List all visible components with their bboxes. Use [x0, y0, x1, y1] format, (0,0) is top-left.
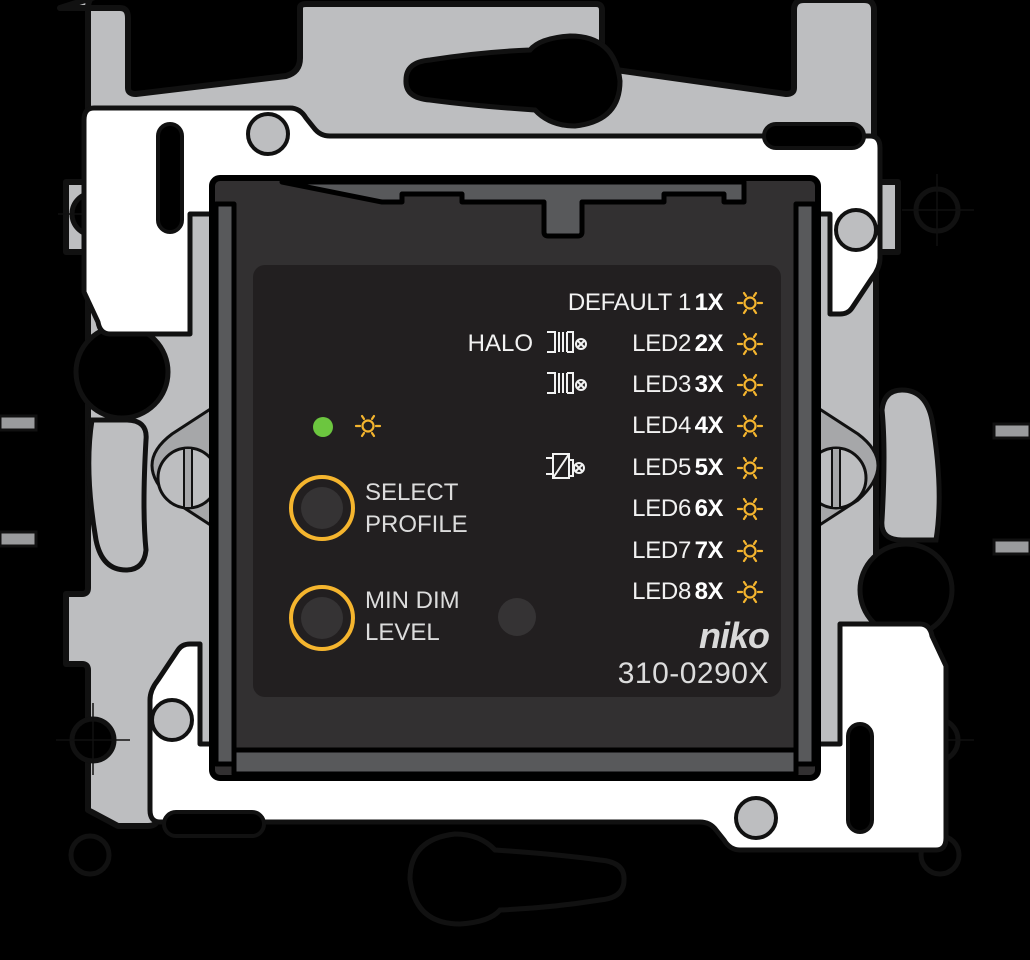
press-count: 7X — [694, 537, 724, 564]
sun-icon — [736, 456, 764, 480]
profile-name: LED4 — [632, 412, 691, 439]
electronic-transformer-lamp-icon — [547, 331, 587, 353]
press-count: 5X — [694, 454, 724, 481]
sun-icon — [736, 332, 764, 356]
profile-row: HALO LED2 2X — [253, 326, 781, 357]
profile-name: LED6 — [632, 495, 691, 522]
press-count: 8X — [694, 578, 724, 605]
press-count: 4X — [694, 412, 724, 439]
min-dim-level-label: MIN DIM LEVEL — [365, 585, 460, 649]
model-number: 310-0290X — [617, 657, 769, 690]
profile-name: DEFAULT 1 — [567, 289, 691, 316]
select-profile-label: SELECT PROFILE — [365, 477, 468, 541]
sun-icon — [736, 373, 764, 397]
sun-icon — [736, 414, 764, 438]
profile-row: LED5 5X — [253, 450, 781, 481]
select-profile-line2: PROFILE — [365, 511, 468, 538]
profile-name: LED7 — [632, 537, 691, 564]
sun-icon — [354, 414, 382, 438]
profile-name: LED5 — [632, 454, 691, 481]
profile-name: LED2 — [632, 330, 691, 357]
select-profile-line1: SELECT — [365, 479, 459, 506]
profile-row: DEFAULT 1 1X — [253, 285, 781, 316]
driver-lamp-icon — [546, 453, 585, 479]
sun-icon — [736, 539, 764, 563]
press-count: 2X — [694, 330, 724, 357]
profile-row: LED3 3X — [253, 367, 781, 398]
ir-sensor — [498, 598, 536, 636]
profile-name: LED8 — [632, 578, 691, 605]
profile-row: LED4 4X — [253, 408, 781, 439]
press-count: 6X — [694, 495, 724, 522]
profile-row: LED8 8X — [253, 574, 781, 605]
halo-label: HALO — [467, 330, 533, 357]
min-dim-line2: LEVEL — [365, 619, 440, 646]
sun-icon — [736, 291, 764, 315]
sun-icon — [736, 497, 764, 521]
profile-name: LED3 — [632, 371, 691, 398]
brand-logo: niko — [698, 615, 770, 656]
press-count: 3X — [694, 371, 724, 398]
profile-row: LED6 6X — [253, 491, 781, 522]
label-panel: SELECT PROFILE MIN DIM LEVEL DEFAULT 1 1… — [253, 265, 781, 697]
electronic-transformer-lamp-icon — [547, 372, 587, 394]
min-dim-level-button[interactable] — [289, 585, 355, 651]
select-profile-button[interactable] — [289, 475, 355, 541]
min-dim-line1: MIN DIM — [365, 587, 460, 614]
profile-row: LED7 7X — [253, 533, 781, 564]
press-count: 1X — [694, 289, 724, 316]
status-led — [313, 417, 333, 437]
sun-icon — [736, 580, 764, 604]
